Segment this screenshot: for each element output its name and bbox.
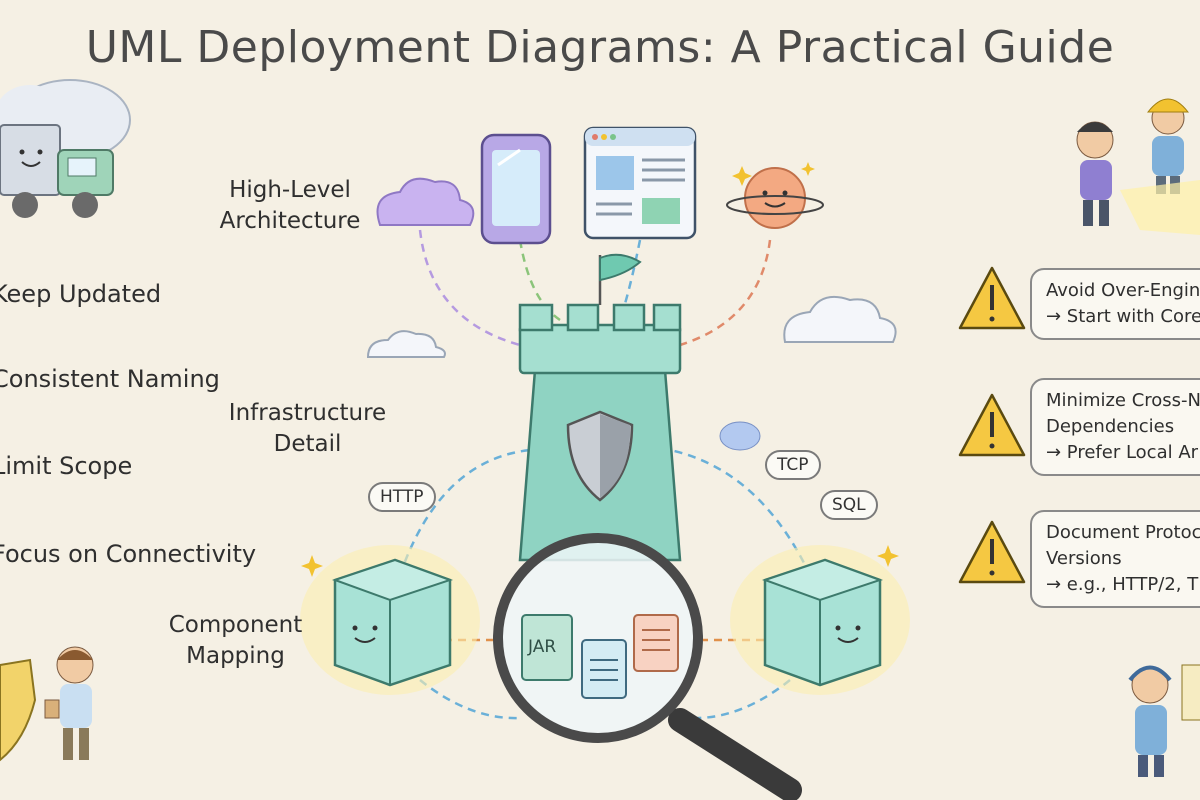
cloud-icon bbox=[376, 177, 475, 226]
label-component-mapping: Component Mapping bbox=[158, 610, 313, 672]
cloud-icon-right bbox=[783, 296, 897, 343]
pitfall-line: → Prefer Local Ar bbox=[1046, 442, 1199, 463]
practice-limit-scope: Limit Scope bbox=[0, 452, 133, 480]
connector-phone-tower bbox=[518, 239, 561, 322]
pitfall-line: → e.g., HTTP/2, T bbox=[1046, 574, 1199, 595]
tower-icon bbox=[518, 253, 682, 562]
magnifying-glass-icon bbox=[493, 533, 802, 800]
connector-leftcube-bottom bbox=[419, 679, 521, 720]
practice-consistent-naming: Consistent Naming bbox=[0, 365, 220, 393]
browser-window-icon bbox=[583, 126, 697, 240]
delivery-truck-icon bbox=[0, 79, 131, 218]
connector-globe-tower bbox=[679, 239, 772, 347]
label-line: Architecture bbox=[219, 208, 361, 234]
node-cube-left bbox=[300, 545, 480, 695]
pitfall-line: Minimize Cross-Node bbox=[1046, 390, 1200, 411]
practice-focus-connectivity: Focus on Connectivity bbox=[0, 540, 257, 568]
pitfall-line: Document Protocol bbox=[1046, 522, 1200, 543]
protocol-bubble-http: HTTP bbox=[368, 482, 436, 512]
connector-cloud-tower bbox=[418, 229, 521, 347]
pitfall-card-2: Minimize Cross-Node Dependencies → Prefe… bbox=[1030, 378, 1200, 476]
label-line: Detail bbox=[273, 431, 342, 457]
support-agent-icon bbox=[1128, 664, 1200, 777]
pitfall-line: Versions bbox=[1046, 548, 1122, 569]
node-cube-right bbox=[730, 545, 910, 695]
pitfall-line: Dependencies bbox=[1046, 416, 1175, 437]
warning-icon-3 bbox=[958, 520, 1026, 584]
mobile-phone-icon bbox=[480, 133, 552, 245]
label-high-level-architecture: High-Level Architecture bbox=[205, 175, 375, 237]
planet-icon bbox=[726, 162, 824, 229]
pitfall-card-1: Avoid Over-Engineering → Start with Core… bbox=[1030, 268, 1200, 340]
protocol-bubble-tcp: TCP bbox=[765, 450, 821, 480]
protocol-bubble-sql: SQL bbox=[820, 490, 878, 520]
practice-keep-updated: Keep Updated bbox=[0, 280, 162, 308]
cloud-icon-small bbox=[366, 330, 446, 358]
artifact-jar-label: JAR bbox=[528, 637, 557, 657]
blue-blob-icon bbox=[719, 421, 761, 451]
pitfall-line: Avoid Over-Engineering bbox=[1046, 280, 1200, 301]
warning-icon-1 bbox=[958, 266, 1026, 330]
label-line: Mapping bbox=[186, 643, 285, 669]
label-infrastructure-detail: Infrastructure Detail bbox=[215, 398, 400, 460]
pitfall-card-3: Document Protocol Versions → e.g., HTTP/… bbox=[1030, 510, 1200, 608]
warning-icon-2 bbox=[958, 393, 1026, 457]
pitfall-line: → Start with Core S bbox=[1046, 306, 1200, 327]
connector-rightcube-tower bbox=[669, 448, 812, 576]
page-title: UML Deployment Diagrams: A Practical Gui… bbox=[85, 22, 1115, 73]
label-line: High-Level bbox=[229, 177, 351, 203]
label-line: Infrastructure bbox=[228, 400, 387, 426]
shield-person-icon bbox=[0, 646, 94, 762]
engineers-icon bbox=[1076, 98, 1200, 235]
connector-rightcube-bottom bbox=[689, 679, 791, 720]
label-line: Component bbox=[168, 612, 303, 638]
